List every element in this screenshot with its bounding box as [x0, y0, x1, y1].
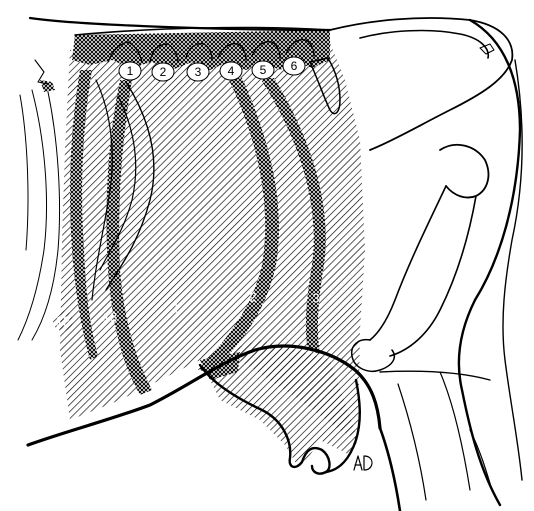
vertebra-label-1: 1 [127, 64, 134, 78]
region-label-1: 1 [172, 301, 179, 316]
rib-label-13: 13 [103, 310, 117, 325]
artist-signature [354, 456, 372, 470]
vertebra-label-6: 6 [291, 59, 298, 73]
vertebra-label-4: 4 [228, 64, 235, 78]
vertebra-label-5: 5 [260, 63, 267, 77]
rib-label-12: 12 [56, 314, 70, 329]
region-label-3: 3 [312, 291, 319, 306]
vertebra-label-3: 3 [195, 65, 202, 79]
region-label-2: 2 [249, 290, 256, 305]
vertebra-label-2: 2 [160, 65, 167, 79]
